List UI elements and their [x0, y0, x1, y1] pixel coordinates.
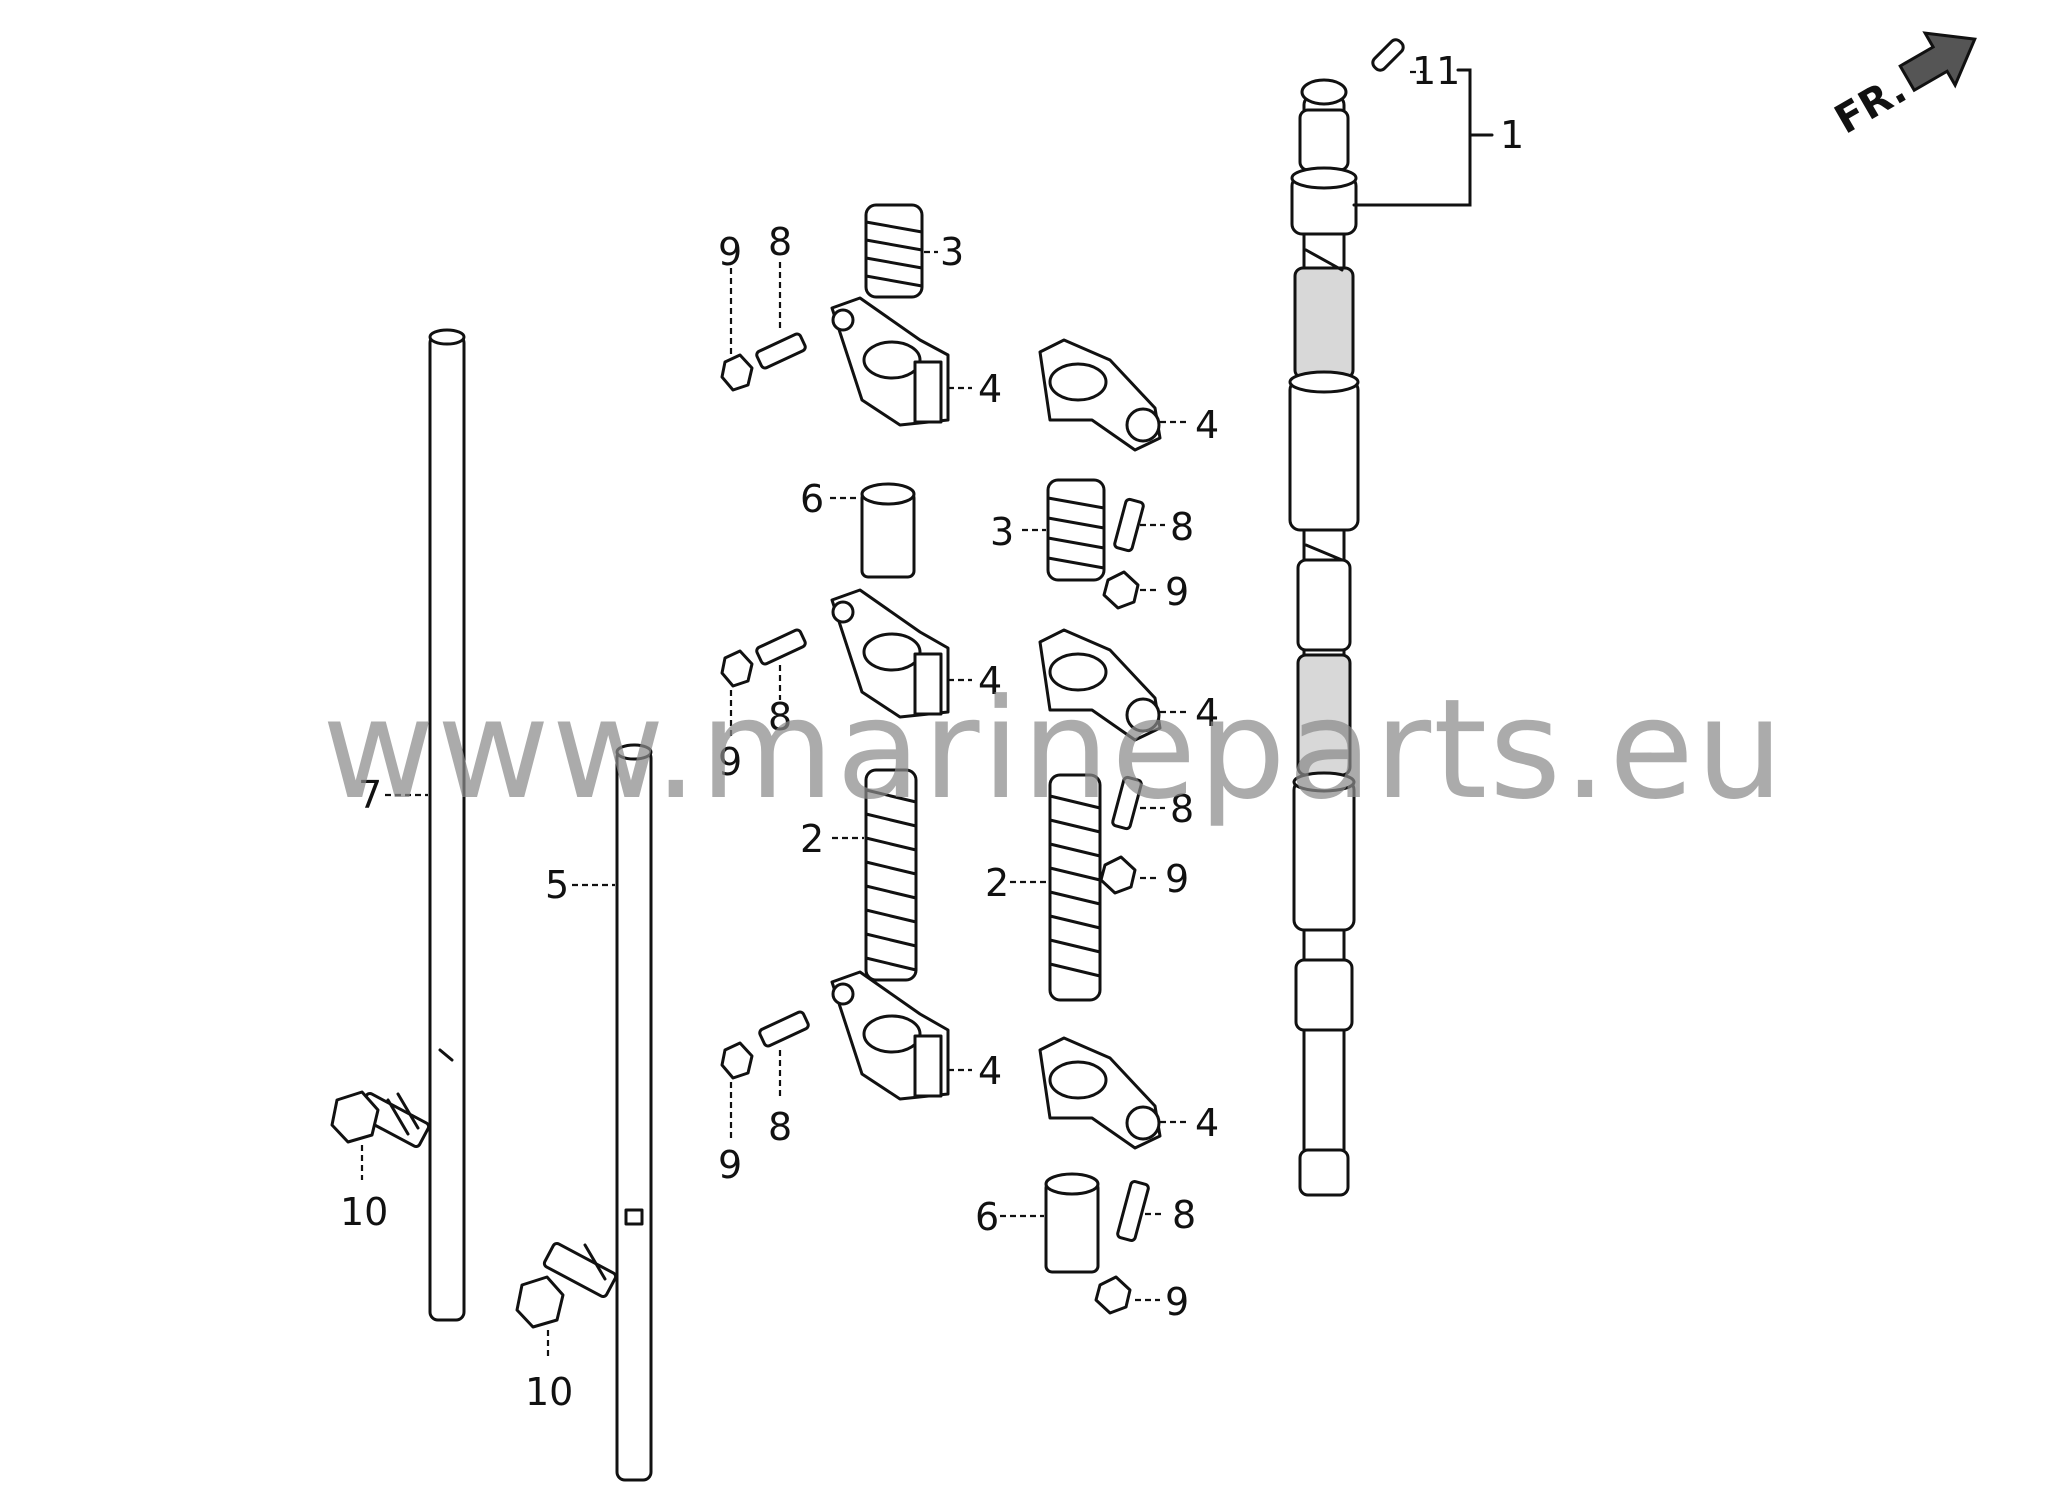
adjusting-screw-left-2	[755, 628, 807, 666]
callout-7: 7	[358, 773, 382, 817]
callout-4: 4	[1195, 403, 1219, 447]
callout-11: 11	[1412, 49, 1460, 93]
callout-8: 8	[768, 695, 792, 739]
arrow-right-icon	[1898, 31, 1977, 93]
adjusting-screw-left-1	[755, 332, 807, 370]
callout-8: 8	[1170, 787, 1194, 831]
valve-spring-top	[864, 203, 924, 299]
rocker-shaft-long	[428, 328, 466, 1322]
callout-4: 4	[1195, 1101, 1219, 1145]
camshaft	[1288, 78, 1360, 1197]
adjusting-screw-left-3	[758, 1010, 810, 1048]
callout-8: 8	[768, 1105, 792, 1149]
callout-9: 9	[718, 740, 742, 784]
pin	[1371, 38, 1405, 72]
rocker-arm-right-3	[1038, 1036, 1162, 1150]
callout-4: 4	[978, 659, 1002, 703]
callout-5: 5	[545, 863, 569, 907]
collar-right	[1044, 1172, 1100, 1274]
front-direction-indicator: FR.	[1827, 31, 1977, 144]
lock-nut-right-1	[1102, 570, 1140, 610]
callout-10: 10	[525, 1370, 573, 1414]
rocker-arm-right-1	[1038, 338, 1162, 452]
callout-8: 8	[1170, 505, 1194, 549]
callout-2: 2	[800, 817, 824, 861]
flange-bolt-lower	[515, 1241, 618, 1329]
valve-spring-left	[864, 768, 918, 982]
callout-9: 9	[1165, 1280, 1189, 1324]
adjusting-screw-right-3	[1116, 1180, 1150, 1242]
adjusting-screw-right-1	[1113, 497, 1145, 553]
valve-spring-right	[1048, 773, 1102, 1002]
rocker-arm-left-2	[830, 588, 950, 719]
lock-nut-right-2	[1099, 855, 1137, 895]
callout-4: 4	[978, 1049, 1002, 1093]
lock-nut-left-3	[720, 1041, 754, 1080]
rocker-shaft-short	[615, 743, 653, 1482]
callout-8: 8	[1172, 1193, 1196, 1237]
callout-3: 3	[940, 230, 964, 274]
callout-3: 3	[990, 510, 1014, 554]
rocker-arm-left-1	[830, 296, 950, 427]
lock-nut-right-3	[1094, 1275, 1132, 1315]
callout-9: 9	[1165, 570, 1189, 614]
lock-nut-left-1	[720, 353, 754, 392]
callout-4: 4	[978, 367, 1002, 411]
collar-left	[860, 482, 916, 579]
lock-nut-left-2	[720, 649, 754, 688]
adjusting-screw-right-2	[1111, 775, 1143, 831]
callout-4: 4	[1195, 691, 1219, 735]
rocker-arm-right-2	[1038, 628, 1162, 742]
callout-9: 9	[1165, 857, 1189, 901]
callout-9: 9	[718, 1143, 742, 1187]
callout-6: 6	[800, 477, 824, 521]
callout-10: 10	[340, 1190, 388, 1234]
callout-6: 6	[975, 1195, 999, 1239]
front-label: FR.	[1827, 67, 1914, 144]
valve-spring-right-top	[1046, 478, 1106, 582]
callout-2: 2	[985, 861, 1009, 905]
flange-bolt-upper	[330, 1090, 431, 1149]
watermark: www.marineparts.eu	[322, 669, 1785, 830]
callout-9: 9	[718, 230, 742, 274]
rocker-arm-left-3	[830, 970, 950, 1101]
callout-1: 1	[1500, 113, 1524, 157]
callout-8: 8	[768, 220, 792, 264]
